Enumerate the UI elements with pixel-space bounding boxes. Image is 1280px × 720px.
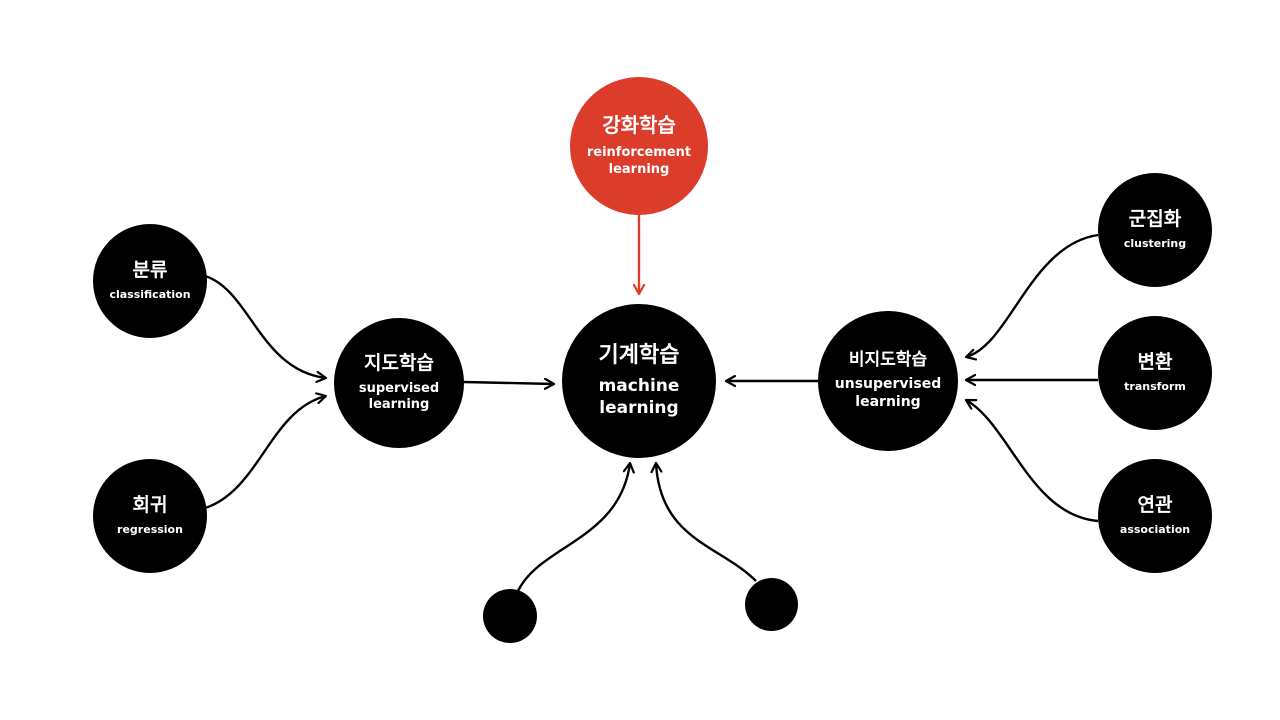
node-classification-en: classification: [109, 288, 191, 302]
node-transform-en: transform: [1124, 380, 1186, 394]
node-regression: 회귀 regression: [93, 459, 207, 573]
node-regression-en: regression: [117, 523, 183, 537]
edge-dot2-to-ml: [656, 463, 757, 582]
node-supervised-learning: 지도학습 supervised learning: [334, 318, 464, 448]
edge-classification-to-supervised: [204, 274, 326, 378]
node-transform-ko: 변환: [1137, 351, 1173, 374]
node-clustering: 군집화 clustering: [1098, 173, 1212, 287]
node-machine-learning: 기계학습 machine learning: [562, 304, 716, 458]
node-unsupervised-learning-en: unsupervised learning: [834, 376, 942, 410]
node-clustering-ko: 군집화: [1128, 208, 1182, 231]
node-unsupervised-learning-ko: 비지도학습: [848, 349, 928, 370]
node-classification-ko: 분류: [132, 259, 168, 282]
node-reinforcement-learning-ko: 강화학습: [602, 113, 676, 138]
unlabeled-node-2: [745, 578, 798, 631]
edge-supervised-to-ml: [463, 382, 554, 384]
edge-dot1-to-ml: [516, 463, 630, 592]
node-association: 연관 association: [1098, 459, 1212, 573]
node-machine-learning-ko: 기계학습: [598, 343, 680, 369]
edge-clustering-to-unsupervised: [966, 233, 1099, 357]
node-supervised-learning-ko: 지도학습: [364, 351, 434, 374]
node-machine-learning-en: machine learning: [598, 376, 680, 418]
node-supervised-learning-en: supervised learning: [358, 380, 440, 412]
node-regression-ko: 회귀: [132, 494, 168, 517]
node-reinforcement-learning-en: reinforcement learning: [586, 145, 692, 177]
edge-regression-to-supervised: [204, 396, 326, 510]
node-unsupervised-learning: 비지도학습 unsupervised learning: [818, 311, 958, 451]
node-reinforcement-learning: 강화학습 reinforcement learning: [570, 77, 708, 215]
node-classification: 분류 classification: [93, 224, 207, 338]
unlabeled-node-1: [483, 589, 537, 643]
edge-association-to-unsupervised: [966, 400, 1099, 523]
node-transform: 변환 transform: [1098, 316, 1212, 430]
node-association-en: association: [1119, 523, 1191, 537]
node-clustering-en: clustering: [1123, 237, 1187, 251]
node-association-ko: 연관: [1137, 494, 1173, 517]
